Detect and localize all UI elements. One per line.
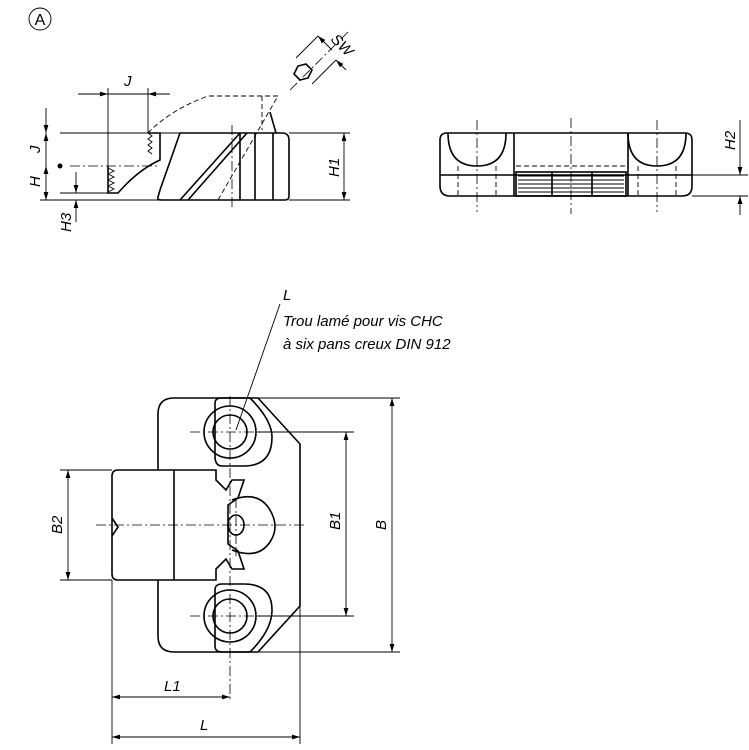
plan-view: B B1 B2 L1 L bbox=[49, 396, 400, 744]
counterbore-note: L Trou lamé pour vis CHC à six pans creu… bbox=[235, 287, 451, 431]
dim-J-side: J bbox=[27, 145, 44, 154]
dim-L: L bbox=[200, 717, 208, 734]
dim-H2: H2 bbox=[722, 130, 739, 150]
dim-SW: SW bbox=[327, 31, 357, 61]
note-line-2: à six pans creux DIN 912 bbox=[283, 336, 451, 353]
dim-H3: H3 bbox=[58, 212, 75, 232]
dim-B: B bbox=[373, 520, 390, 530]
dim-H: H bbox=[27, 176, 44, 187]
hex-socket-detail: SW bbox=[289, 31, 358, 91]
dim-J-top: J bbox=[123, 73, 132, 90]
dim-H1: H1 bbox=[326, 158, 343, 177]
view-marker: A bbox=[28, 7, 52, 31]
dim-B1: B1 bbox=[327, 512, 344, 530]
front-view: H2 bbox=[439, 118, 748, 215]
dim-B2: B2 bbox=[49, 515, 66, 534]
side-view: J J H H3 H1 SW bbox=[27, 31, 358, 232]
view-marker-label: A bbox=[35, 12, 46, 29]
note-ref-L: L bbox=[283, 287, 291, 304]
dim-L1: L1 bbox=[164, 678, 181, 695]
note-line-1: Trou lamé pour vis CHC bbox=[283, 313, 443, 330]
